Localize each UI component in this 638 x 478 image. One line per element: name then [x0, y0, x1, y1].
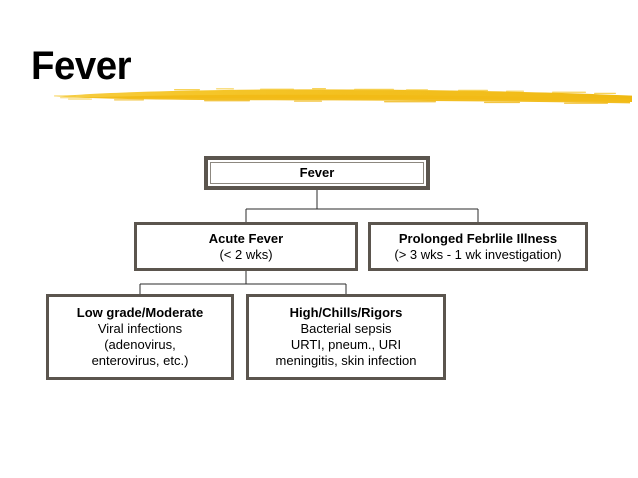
- node-low-grade-moderate-line-1: Viral infections: [97, 321, 183, 336]
- node-high-chills-rigors-line-2: URTI, pneum., URI: [290, 337, 402, 352]
- node-low-grade-moderate-content: Low grade/Moderate Viral infections (ade…: [49, 305, 231, 369]
- node-high-chills-rigors-line-3: meningitis, skin infection: [275, 353, 417, 368]
- node-low-grade-moderate-title: Low grade/Moderate: [76, 305, 204, 320]
- node-high-chills-rigors[interactable]: High/Chills/Rigors Bacterial sepsis URTI…: [246, 294, 446, 380]
- node-prolonged-febrile-illness-line-1: (> 3 wks - 1 wk investigation): [394, 246, 562, 262]
- node-prolonged-febrile-illness-content: Prolonged Febrlile Illness (> 3 wks - 1 …: [371, 231, 585, 263]
- node-acute-fever-title: Acute Fever: [208, 230, 284, 246]
- node-acute-fever-line-1: (< 2 wks): [219, 246, 273, 262]
- node-high-chills-rigors-title: High/Chills/Rigors: [289, 305, 403, 320]
- node-acute-fever-content: Acute Fever (< 2 wks): [137, 231, 355, 263]
- node-acute-fever[interactable]: Acute Fever (< 2 wks): [134, 222, 358, 271]
- node-prolonged-febrile-illness[interactable]: Prolonged Febrlile Illness (> 3 wks - 1 …: [368, 222, 588, 271]
- node-low-grade-moderate-line-2: (adenovirus,: [104, 337, 176, 352]
- node-fever[interactable]: Fever: [204, 156, 430, 190]
- node-prolonged-febrile-illness-title: Prolonged Febrlile Illness: [398, 230, 558, 246]
- node-fever-content: Fever: [208, 165, 426, 181]
- node-high-chills-rigors-content: High/Chills/Rigors Bacterial sepsis URTI…: [249, 305, 443, 369]
- page-title: Fever: [31, 44, 132, 88]
- node-high-chills-rigors-line-1: Bacterial sepsis: [300, 321, 392, 336]
- node-low-grade-moderate-line-3: enterovirus, etc.): [91, 353, 189, 368]
- node-fever-title: Fever: [299, 165, 335, 180]
- node-low-grade-moderate[interactable]: Low grade/Moderate Viral infections (ade…: [46, 294, 234, 380]
